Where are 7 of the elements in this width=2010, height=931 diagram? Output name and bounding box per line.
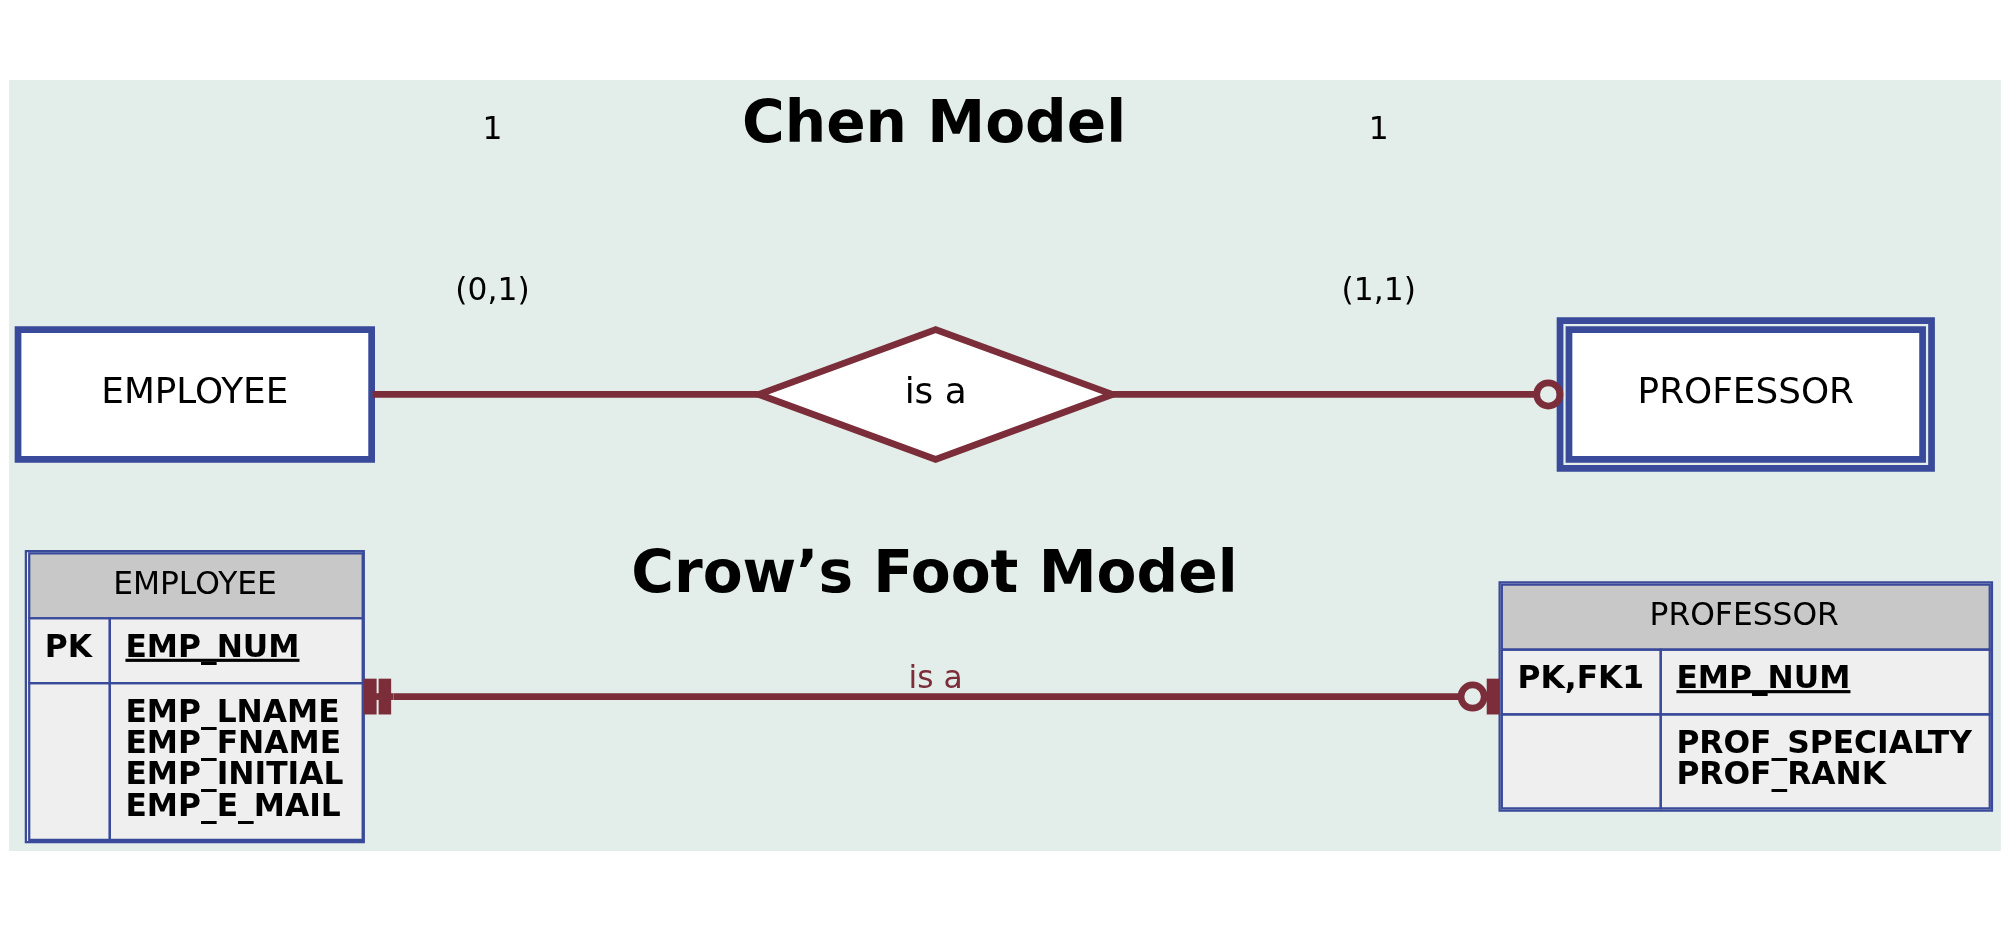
label: 1 bbox=[1368, 109, 1389, 146]
edge-label: is a bbox=[908, 659, 963, 696]
label: (1,1) bbox=[1341, 270, 1416, 307]
label: 1 bbox=[482, 109, 503, 146]
label: Crow’s Foot Model bbox=[631, 538, 1238, 607]
label: Chen Model bbox=[742, 88, 1127, 157]
label: (0,1) bbox=[455, 270, 530, 307]
